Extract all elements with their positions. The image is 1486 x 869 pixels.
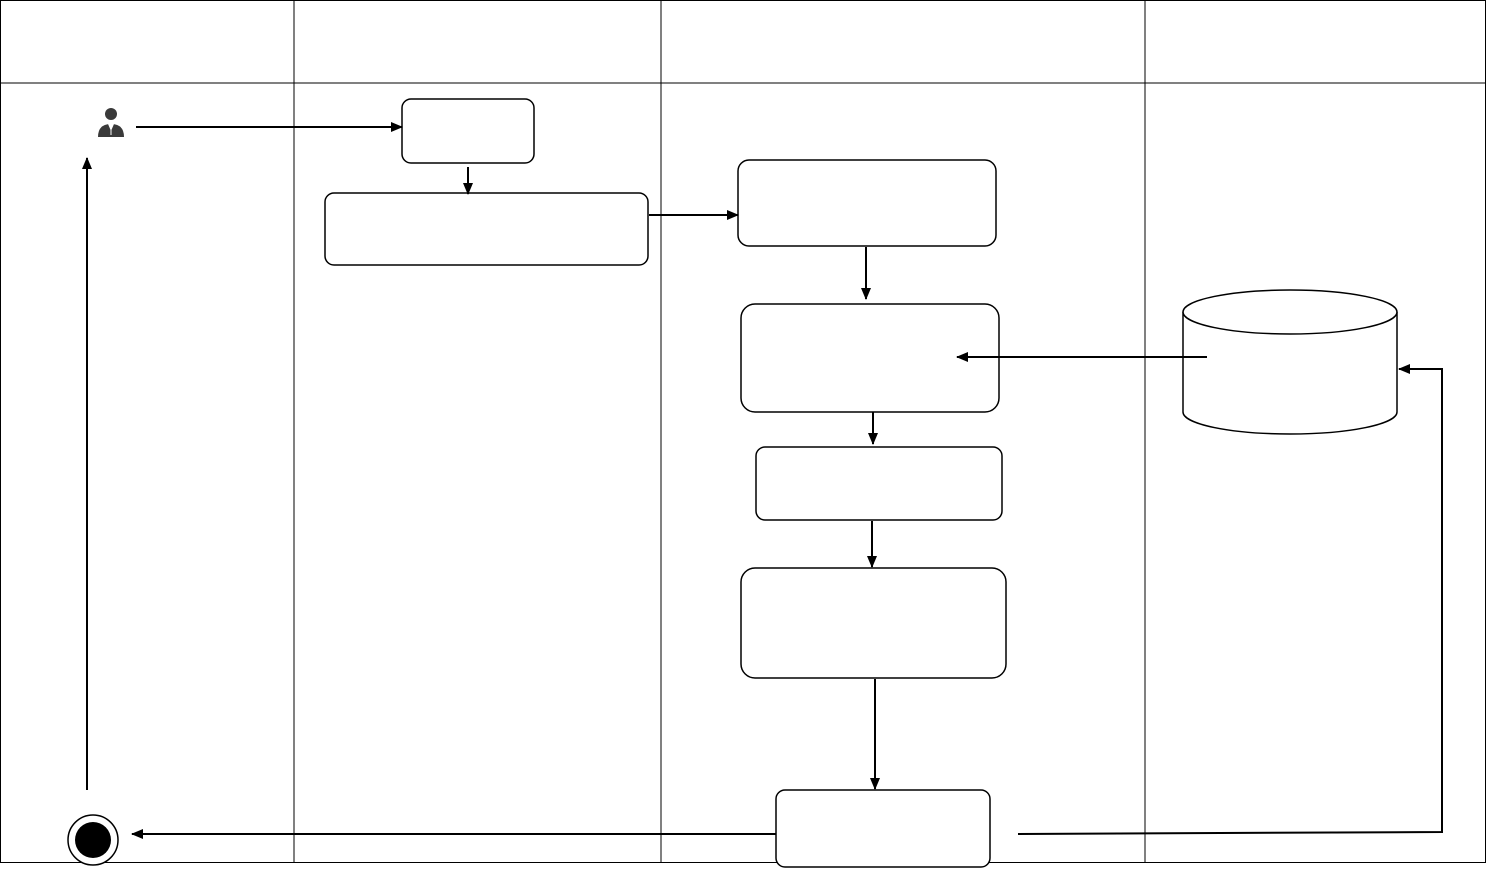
- database-cylinder: [1182, 289, 1398, 435]
- activity-step-5: [755, 446, 1003, 521]
- activity-step-6: [740, 567, 1007, 679]
- connectors: [82, 122, 1443, 839]
- activity-step-7: [775, 789, 991, 868]
- activity-step-1: [401, 98, 535, 164]
- final-node: [67, 814, 119, 866]
- activity-step-3: [737, 159, 997, 247]
- activity-step-2: [324, 192, 649, 266]
- edge-step-7-to-database: [1017, 364, 1443, 835]
- actor-icon: [98, 108, 124, 137]
